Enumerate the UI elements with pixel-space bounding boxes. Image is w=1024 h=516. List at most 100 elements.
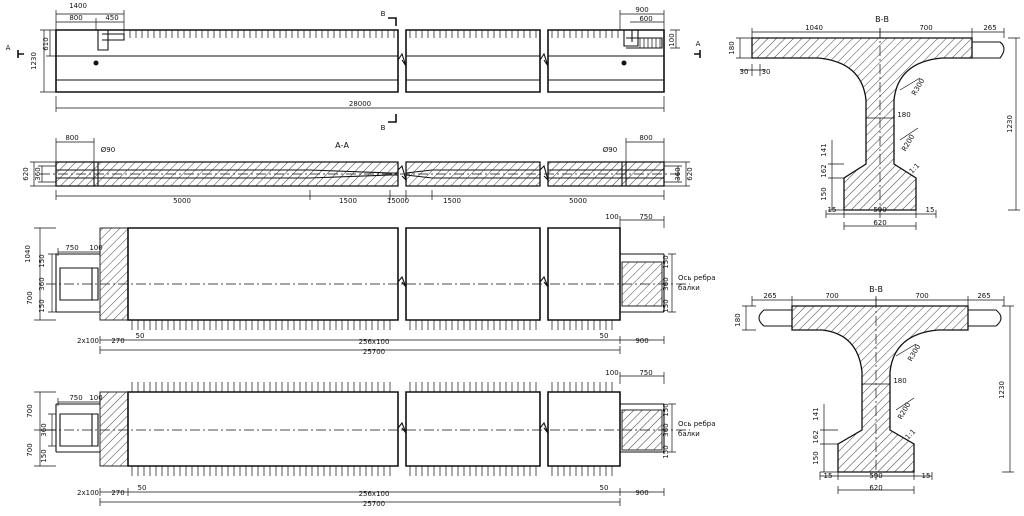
xs2-dim-15-a: 15 — [824, 472, 833, 480]
cut-mark-a-left: А — [6, 44, 11, 52]
xs2-dim-700-b: 700 — [915, 292, 928, 300]
p1-dim-150-d: 150 — [662, 299, 670, 312]
p2-axis-label-1: Ось ребра — [678, 420, 716, 428]
xs2-dim-141: 141 — [812, 407, 820, 420]
xs1-dim-180-web: 180 — [897, 111, 910, 119]
xs1-dim-162: 162 — [820, 164, 828, 177]
aa-dim-5000-left: 5000 — [173, 197, 191, 205]
p2-dim-50-left: 50 — [138, 484, 147, 492]
p2-dim-150-c: 150 — [662, 403, 670, 416]
xs1-dim-180: 180 — [728, 41, 736, 54]
p1-dim-270: 270 — [111, 337, 124, 345]
xs1-dim-1230: 1230 — [1006, 115, 1014, 133]
p1-dim-100-right: 100 — [605, 213, 618, 221]
aa-dim-800-right: 800 — [639, 134, 652, 142]
aa-dim-620-left: 620 — [22, 167, 30, 180]
aa-dim-5000-right: 5000 — [569, 197, 587, 205]
p2-dim-50-right: 50 — [600, 484, 609, 492]
p1-dim-100: 100 — [89, 244, 102, 252]
p2-dim-2x100: 2x100 — [77, 489, 99, 497]
dim-28000: 28000 — [349, 100, 371, 108]
p2-dim-750-right: 750 — [639, 369, 652, 377]
p2-dim-270: 270 — [111, 489, 124, 497]
p1-dim-50-right: 50 — [600, 332, 609, 340]
xs2-dim-590: 590 — [869, 472, 882, 480]
p2-dim-360-right: 360 — [662, 423, 670, 436]
xs2-r300: R300 — [906, 343, 922, 363]
xs1-r300: R300 — [910, 77, 926, 97]
p1-dim-700: 700 — [26, 291, 34, 304]
p2-dim-150-d: 150 — [662, 445, 670, 458]
xs2-title: В-В — [869, 285, 883, 294]
p2-dim-700-b: 700 — [26, 443, 34, 456]
dim-800: 800 — [69, 14, 82, 22]
p2-dim-100: 100 — [89, 394, 102, 402]
xs2-dim-180-web: 180 — [893, 377, 906, 385]
xs2-r200: R200 — [896, 401, 912, 421]
xs2-dim-620: 620 — [869, 484, 882, 492]
xs1-dim-700: 700 — [919, 24, 932, 32]
cut-mark-v-bottom: В — [381, 124, 386, 132]
dim-450: 450 — [105, 14, 118, 22]
p1-dim-150-a: 150 — [38, 254, 46, 267]
p2-dim-25700: 25700 — [363, 500, 385, 508]
xs1-dim-150: 150 — [820, 187, 828, 200]
p1-axis-label-2: балки — [678, 284, 700, 292]
p2-dim-150: 150 — [40, 449, 48, 462]
xs1-dim-15-b: 15 — [926, 206, 935, 214]
p1-dim-750-right: 750 — [639, 213, 652, 221]
aa-dim-620-right: 620 — [686, 167, 694, 180]
p1-axis-label-1: Ось ребра — [678, 274, 716, 282]
xs2-dim-150: 150 — [812, 451, 820, 464]
xs2-dim-15-b: 15 — [922, 472, 931, 480]
dim-600: 600 — [639, 15, 652, 23]
xs1-dim-1040: 1040 — [805, 24, 823, 32]
xs1-dim-141: 141 — [820, 143, 828, 156]
aa-dim-1500-right: 1500 — [443, 197, 461, 205]
dim-100: 100 — [668, 33, 676, 46]
aa-dim-1500-left: 1500 — [339, 197, 357, 205]
p2-axis-label-2: балки — [678, 430, 700, 438]
cut-mark-a-right: А — [696, 40, 701, 48]
p1-dim-150-b: 150 — [38, 299, 46, 312]
xs2-dim-265-a: 265 — [763, 292, 776, 300]
p2-dim-700-a: 700 — [26, 404, 34, 417]
aa-dim-360-right: 360 — [674, 167, 682, 180]
p1-dim-750: 750 — [65, 244, 78, 252]
cut-mark-v-top: В — [381, 10, 386, 18]
p1-dim-25700: 25700 — [363, 348, 385, 356]
xs1-r200: R200 — [900, 133, 916, 153]
p2-dim-900: 900 — [635, 489, 648, 497]
xs2-dim-265-b: 265 — [977, 292, 990, 300]
xs1-dim-590: 590 — [873, 206, 886, 214]
p2-dim-100-right: 100 — [605, 369, 618, 377]
dim-900: 900 — [635, 6, 648, 14]
p1-dim-150-c: 150 — [662, 255, 670, 268]
xs2-dim-1230: 1230 — [998, 381, 1006, 399]
aa-dim-800-left: 800 — [65, 134, 78, 142]
aa-dim-phi90-right: Ø90 — [603, 146, 617, 154]
cross-section-2: В-В 265 700 700 265 180 R300 180 R200 12… — [734, 285, 1014, 494]
p1-dim-900: 900 — [635, 337, 648, 345]
p1-dim-256x100: 256x100 — [359, 338, 390, 346]
p1-dim-360-right: 360 — [662, 277, 670, 290]
p2-dim-750: 750 — [69, 394, 82, 402]
xs1-dim-620: 620 — [873, 219, 886, 227]
p1-dim-360: 360 — [38, 277, 46, 290]
aa-dim-phi90-left: Ø90 — [101, 146, 115, 154]
dim-1400: 1400 — [69, 2, 87, 10]
xs2-dim-180: 180 — [734, 313, 742, 326]
xs1-dim-15-a: 15 — [828, 206, 837, 214]
aa-dim-360-left: 360 — [34, 167, 42, 180]
plan-view-1: 1040 750 100 150 360 700 150 2x100 270 5… — [24, 213, 716, 356]
dim-610: 610 — [42, 37, 50, 50]
xs1-dim-30-b: 30 — [762, 68, 771, 76]
aa-dim-15000: 15000 — [387, 197, 409, 205]
elevation-view: 1400 800 450 900 600 1230 610 100 28000 … — [6, 2, 701, 132]
xs1-dim-30-a: 30 — [740, 68, 749, 76]
p2-dim-256x100: 256x100 — [359, 490, 390, 498]
xs2-dim-162: 162 — [812, 430, 820, 443]
p1-dim-50-left: 50 — [136, 332, 145, 340]
dim-1230: 1230 — [30, 52, 38, 70]
